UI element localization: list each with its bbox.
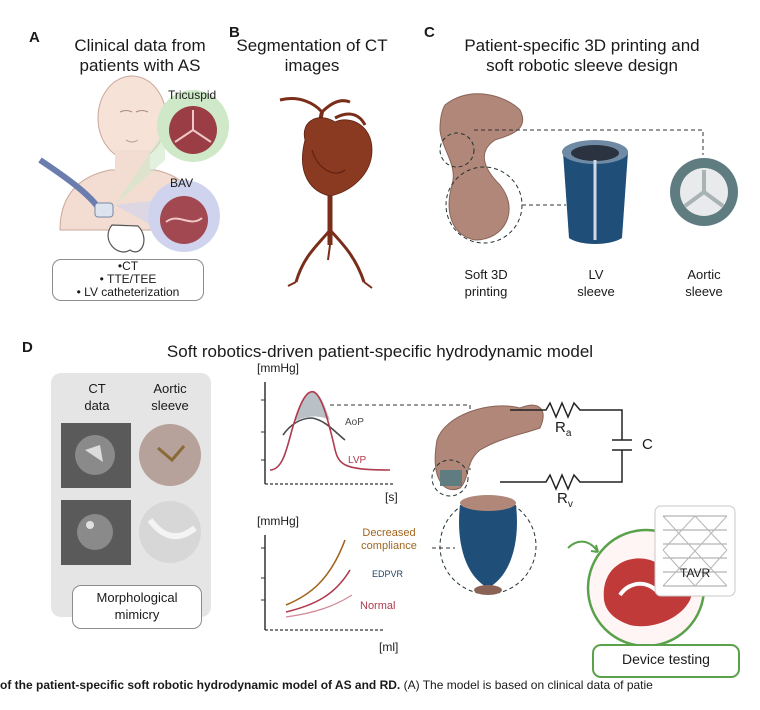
list-item: • TTE/TEE <box>99 272 157 286</box>
chart1-series-aop: AoP <box>345 417 364 428</box>
figure-caption-bold: of the patient-specific soft robotic hyd… <box>0 678 401 692</box>
chart2-ylabel: [mmHg] <box>257 514 299 528</box>
small-heart-outline <box>107 224 145 253</box>
chart1-line-aop <box>282 417 346 441</box>
panel-d-title: Soft robotics-driven patient-specific hy… <box>166 342 594 361</box>
chart2-series-decreased: Decreased compliance <box>348 527 430 553</box>
chart2-series-decreased-label: Decreased compliance <box>361 527 417 552</box>
chart2-series-edpvr: EDPVR <box>372 569 404 579</box>
label-tricuspid: Tricuspid <box>168 88 217 102</box>
panel-c-title-line1: Patient-specific 3D printing and <box>464 36 700 55</box>
circuit-ra-sub: a <box>565 428 572 439</box>
panel-a-letter: A <box>29 29 40 46</box>
caption-line: mimicry <box>114 607 160 622</box>
col-ct-data-header: CT data <box>67 380 127 414</box>
aortic-sleeve-photo-1 <box>139 424 201 486</box>
lv-sleeve-model <box>562 140 628 244</box>
panel-c-letter: C <box>424 24 435 41</box>
morphological-mimicry-box <box>72 585 202 629</box>
chart1-xlabel: [s] <box>385 490 398 504</box>
caption-soft-3d-printing: Soft 3D printing <box>446 266 526 300</box>
caption-line: Aortic <box>153 381 187 396</box>
chart1-line-lvp <box>269 390 391 471</box>
caption-line: Morphological <box>96 590 178 605</box>
caption-line: Soft 3D <box>464 267 508 282</box>
caption-line: printing <box>464 284 508 299</box>
caption-aortic-sleeve: Aortic sleeve <box>668 266 740 300</box>
panel-c-title-line2: soft robotic sleeve design <box>486 56 678 75</box>
panel-b-title-line2: images <box>284 56 340 75</box>
windkessel-circuit <box>500 401 632 491</box>
chart1-series-lvp: LVP <box>348 455 367 466</box>
panel-a-title-line1: Clinical data from <box>74 36 206 55</box>
caption-line: data <box>84 398 110 413</box>
morphological-box <box>51 373 211 617</box>
circuit-rv: Rv <box>557 490 573 510</box>
aortic-sleeve-model <box>670 158 738 226</box>
chart2-series-normal: Normal <box>360 600 396 612</box>
tavr-valve <box>654 505 736 597</box>
chart2-xlabel: [ml] <box>379 640 399 654</box>
caption-lv-sleeve: LV sleeve <box>561 266 631 300</box>
morphological-mimicry-label: Morphological mimicry <box>72 589 202 623</box>
circuit-ra: Ra <box>555 419 571 439</box>
focus-circle-top <box>439 132 475 168</box>
aortic-sleeve-photo-2 <box>139 501 201 563</box>
panel-c-title: Patient-specific 3D printing and soft ro… <box>436 36 728 76</box>
panel-b-title-line1: Segmentation of CT <box>236 36 388 55</box>
clinical-data-list: •CT • TTE/TEE • LV catheterization <box>52 260 204 299</box>
caption-line: sleeve <box>577 284 615 299</box>
circuit-rv-symbol: R <box>557 490 568 507</box>
device-testing-box <box>592 644 740 678</box>
circuit-rv-sub: v <box>567 499 573 510</box>
panel-a-title-line2: patients with AS <box>79 56 201 75</box>
col-aortic-sleeve-header: Aortic sleeve <box>140 380 200 414</box>
tavr-label: TAVR <box>680 566 711 580</box>
caption-line: LV <box>588 267 604 282</box>
chart2-line-normal-extra <box>285 594 353 618</box>
label-bav: BAV <box>170 176 194 190</box>
panel-a-title: Clinical data from patients with AS <box>40 36 240 76</box>
chart1-ylabel: [mmHg] <box>257 361 299 375</box>
caption-line: CT <box>88 381 106 396</box>
caption-line: Aortic <box>687 267 721 282</box>
list-item: •CT <box>117 259 139 273</box>
list-item: • LV catheterization <box>76 285 180 299</box>
circuit-ra-symbol: R <box>555 419 566 436</box>
panel-b-letter: B <box>229 24 240 41</box>
figure-caption-text: (A) The model is based on clinical data … <box>400 678 653 692</box>
lv-sleeve-inflated <box>459 505 517 588</box>
chart2-line-normal <box>285 569 351 613</box>
figure-caption: of the patient-specific soft robotic hyd… <box>0 677 760 693</box>
caption-line: sleeve <box>685 284 723 299</box>
clinical-data-list-box <box>52 259 204 301</box>
panel-d-letter: D <box>22 339 33 356</box>
caption-line: sleeve <box>151 398 189 413</box>
circuit-c: C <box>642 436 653 453</box>
chart2-line-decreased <box>285 539 346 606</box>
ultrasound-probe <box>94 202 114 218</box>
panel-b-title: Segmentation of CT images <box>228 36 396 76</box>
aorta-model <box>434 404 544 491</box>
device-testing-label: Device testing <box>622 651 710 667</box>
